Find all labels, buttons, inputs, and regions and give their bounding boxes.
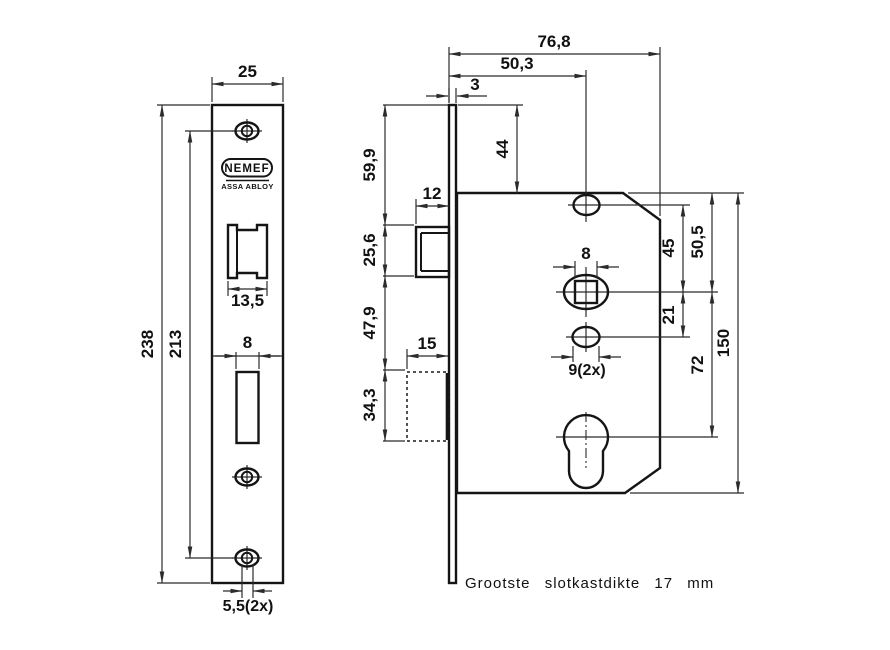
dim-case-top-to-spindle: 50,5 bbox=[688, 225, 707, 258]
dim-plate-height: 238 bbox=[138, 104, 210, 584]
logo-oval bbox=[221, 158, 273, 178]
svg-text:25: 25 bbox=[238, 62, 257, 81]
latch-bolt-side bbox=[414, 225, 451, 279]
deadbolt-cutout bbox=[235, 370, 260, 445]
dim-chain-right: 45 21 50,5 72 150 bbox=[628, 192, 744, 494]
drawing-note: Grootste slotkastdikte 17 mm bbox=[465, 575, 714, 592]
dim-plate-top-to-case: 44 bbox=[458, 104, 523, 194]
dim-hole-to-spindle: 45 bbox=[659, 239, 678, 258]
case-mounting-hole-top bbox=[568, 70, 690, 222]
spindle-hole bbox=[556, 267, 718, 317]
dim-screw-spacing: 213 bbox=[166, 130, 233, 559]
side-view-lock-case: 76,8 50,3 3 44 bbox=[360, 32, 744, 585]
faceplate-edge bbox=[447, 103, 458, 585]
screw-hole-top bbox=[230, 117, 264, 145]
dim-follower-hole: 9(2x) bbox=[551, 346, 621, 379]
dim-case-height: 150 bbox=[714, 329, 733, 357]
svg-text:44: 44 bbox=[493, 139, 512, 158]
dim-deadbolt-projection: 15 bbox=[406, 334, 449, 369]
svg-text:13,5: 13,5 bbox=[231, 291, 264, 310]
deadbolt-side-retracted bbox=[406, 371, 450, 442]
front-view-faceplate: NEMEF ASSA ABLOY 25 238 213 bbox=[138, 62, 285, 615]
svg-text:238: 238 bbox=[138, 330, 157, 358]
svg-text:8: 8 bbox=[581, 244, 590, 263]
dim-faceplate-thickness: 3 bbox=[426, 75, 487, 103]
dim-latch-cutout-width: 13,5 bbox=[227, 281, 268, 310]
svg-text:9(2x): 9(2x) bbox=[568, 362, 605, 379]
svg-text:5,5(2x): 5,5(2x) bbox=[223, 598, 274, 615]
latch-cutout bbox=[226, 223, 269, 280]
dim-latch-projection: 12 bbox=[415, 184, 450, 224]
case-outline bbox=[455, 191, 662, 495]
screw-hole-bottom bbox=[230, 544, 264, 572]
dim-cylinder-backset: 50,3 bbox=[448, 54, 587, 79]
dim-spindle-to-cylinder: 72 bbox=[688, 356, 707, 375]
dim-chain-left: 59,9 25,6 47,9 34,3 bbox=[360, 104, 448, 442]
dim-latch-height: 25,6 bbox=[360, 233, 379, 266]
dim-deadbolt-cutout-width: 8 bbox=[213, 333, 282, 369]
svg-text:50,3: 50,3 bbox=[500, 54, 533, 73]
screw-hole-middle bbox=[230, 463, 264, 491]
svg-text:76,8: 76,8 bbox=[537, 32, 570, 51]
euro-cylinder-hole bbox=[556, 412, 718, 490]
logo-brand-text: NEMEF bbox=[224, 163, 269, 175]
dim-plate-top-to-latch: 59,9 bbox=[360, 148, 379, 181]
dim-total-depth: 76,8 bbox=[448, 32, 661, 216]
dim-spindle-to-follower: 21 bbox=[659, 306, 678, 325]
faceplate-outline bbox=[210, 103, 285, 585]
svg-text:213: 213 bbox=[166, 330, 185, 358]
svg-text:15: 15 bbox=[418, 334, 437, 353]
dim-plate-width: 25 bbox=[211, 62, 284, 102]
dim-spindle-square: 8 bbox=[553, 244, 619, 278]
svg-text:12: 12 bbox=[423, 184, 442, 203]
svg-text:8: 8 bbox=[243, 333, 252, 352]
follower-hole bbox=[566, 322, 690, 352]
dim-screw-hole-dia: 5,5(2x) bbox=[223, 564, 274, 615]
svg-text:3: 3 bbox=[470, 75, 479, 94]
dim-latch-to-deadbolt: 47,9 bbox=[360, 306, 379, 339]
brand-logo: NEMEF ASSA ABLOY bbox=[221, 158, 274, 191]
logo-group-text: ASSA ABLOY bbox=[221, 182, 274, 191]
dim-deadbolt-height: 34,3 bbox=[360, 388, 379, 421]
